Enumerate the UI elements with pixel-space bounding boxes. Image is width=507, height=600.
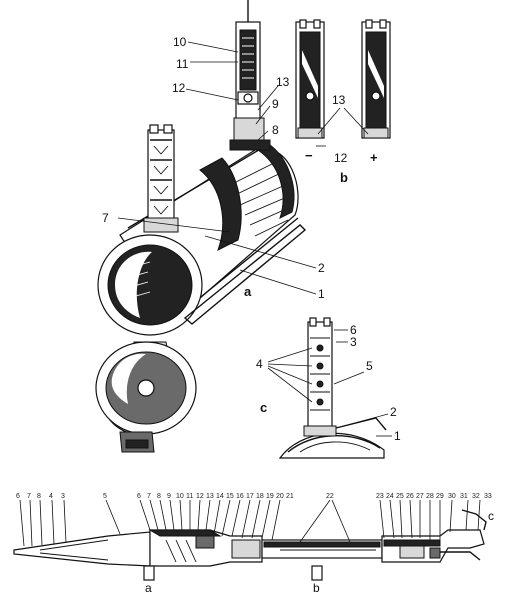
label-1: 1 [318, 287, 325, 301]
bot-label-m14: 14 [216, 493, 224, 500]
bot-label-r31: 31 [460, 493, 468, 500]
view-label-c: c [260, 400, 267, 415]
bot-label-r28: 28 [426, 493, 434, 500]
lens-cap [95, 341, 197, 453]
bot-label-r24: 24 [386, 493, 394, 500]
bottom-leader-lines [19, 499, 481, 547]
muzzle-reflection [119, 261, 151, 301]
bot-label-4: 4 [49, 493, 53, 500]
label-c-3: 3 [350, 335, 357, 349]
label-c-1: 1 [394, 429, 401, 443]
main-labels: 10 11 12 13 9 8 7 2 1 a [102, 35, 325, 301]
rear-ring [256, 144, 295, 219]
view-label-a: a [244, 284, 252, 299]
bot-label-m15: 15 [226, 493, 234, 500]
bottom-labels: 6 7 8 4 3 5 6 7 8 9 10 11 12 13 14 15 16… [16, 493, 494, 595]
scale-plate-minus [295, 19, 325, 139]
label-minus: − [305, 148, 313, 163]
clamp-ring [199, 157, 242, 252]
bot-label-r33: 33 [484, 493, 492, 500]
label-12: 12 [172, 81, 186, 95]
bot-label-r27: 27 [416, 493, 424, 500]
bot-label-m21: 21 [286, 493, 294, 500]
label-c-2: 2 [390, 405, 397, 419]
bottom-section-view [13, 509, 487, 581]
label-b-13: 13 [332, 93, 346, 107]
bot-label-r26: 26 [406, 493, 414, 500]
bot-label-r23: 23 [376, 493, 384, 500]
detail-c [278, 317, 387, 459]
view-label-b: b [340, 170, 348, 185]
bot-label-6: 6 [16, 493, 20, 500]
bot-label-7: 7 [27, 493, 31, 500]
label-c-6: 6 [350, 323, 357, 337]
bot-label-m16: 16 [236, 493, 244, 500]
label-9: 9 [272, 97, 279, 111]
bot-label-m11: 11 [186, 493, 193, 500]
bot-label-r32: 32 [472, 493, 480, 500]
bot-label-m17: 17 [246, 493, 254, 500]
muzzle-highlight [115, 251, 152, 318]
bot-label-22: 22 [326, 493, 334, 500]
bot-label-m9: 9 [167, 493, 171, 500]
bot-label-r30: 30 [448, 493, 456, 500]
bot-label-m19: 19 [266, 493, 274, 500]
bot-label-m5: 5 [103, 493, 107, 500]
detail-c-leaders [267, 329, 392, 437]
main-leader-lines [117, 41, 317, 295]
bot-letter-a: a [145, 581, 152, 595]
label-plus: + [370, 150, 378, 165]
detail-b-leaders [316, 107, 369, 147]
label-b-12: 12 [334, 151, 348, 165]
bot-letter-b: b [313, 581, 320, 595]
bot-label-m6: 6 [137, 493, 141, 500]
bot-label-8: 8 [37, 493, 41, 500]
label-10: 10 [173, 35, 187, 49]
label-c-4: 4 [256, 357, 263, 371]
bot-label-m18: 18 [256, 493, 264, 500]
bot-label-r25: 25 [396, 493, 404, 500]
bot-label-m12: 12 [196, 493, 204, 500]
bot-letter-c: c [488, 509, 494, 523]
bot-label-m20: 20 [276, 493, 284, 500]
front-sight [143, 124, 179, 233]
main-view-a [97, 0, 307, 336]
nose-cone [13, 531, 151, 567]
bot-label-m10: 10 [176, 493, 184, 500]
label-c-5: 5 [366, 359, 373, 373]
label-2: 2 [318, 261, 325, 275]
bot-label-3: 3 [61, 493, 65, 500]
rear-sight [229, 0, 271, 151]
label-7: 7 [102, 211, 109, 225]
base-plate [183, 224, 307, 325]
bot-label-r29: 29 [436, 493, 444, 500]
detail-b: 13 − 12 + b [295, 19, 391, 185]
scale-plate-plus [361, 19, 391, 139]
bot-label-m13: 13 [206, 493, 214, 500]
label-8: 8 [272, 123, 279, 137]
label-13: 13 [276, 75, 290, 89]
bot-label-m8: 8 [157, 493, 161, 500]
warhead-hatching [165, 539, 197, 563]
detail-c-labels: 6 3 4 5 2 1 c [256, 323, 401, 443]
bot-label-m7: 7 [147, 493, 151, 500]
label-11: 11 [176, 57, 189, 71]
